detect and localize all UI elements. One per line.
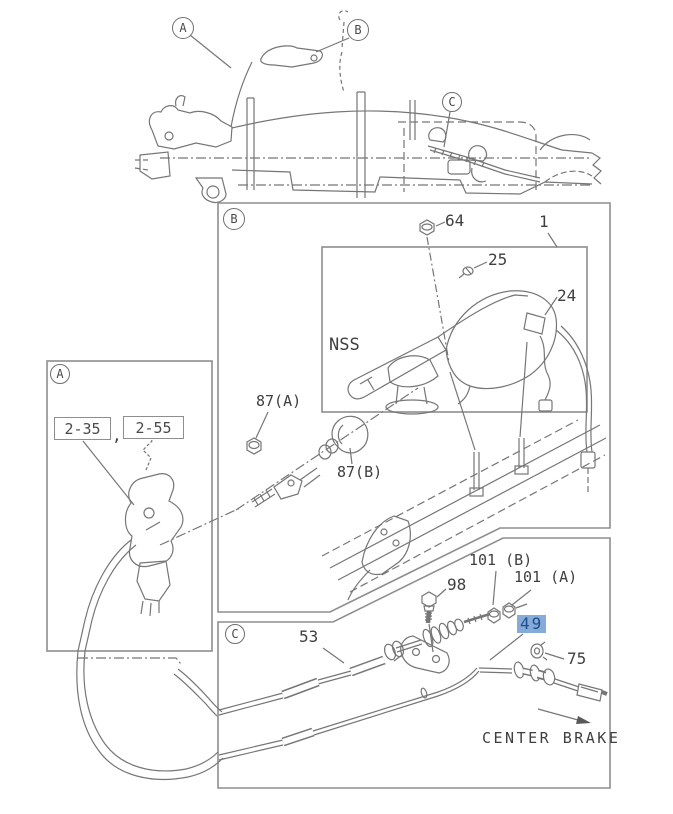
box-b-outline (217, 202, 611, 613)
part-label-49-highlighted[interactable]: 49 (517, 615, 547, 633)
leader-75 (544, 652, 565, 660)
leader-98 (436, 588, 447, 598)
box-a-drawing (77, 423, 241, 652)
box-c-drawing (218, 570, 608, 761)
ref-separator: , (112, 426, 122, 445)
part-label-25: 25 (488, 250, 508, 269)
leader-101a (511, 589, 532, 606)
part-label-1: 1 (539, 212, 549, 231)
part-label-64: 64 (445, 211, 465, 230)
part-label-87a: 87(A) (256, 392, 302, 410)
leader-callout-a (189, 34, 232, 69)
part-label-24: 24 (557, 286, 577, 305)
direction-arrow-head (576, 716, 591, 724)
part-label-101a: 101 (A) (514, 568, 578, 586)
leader-49 (489, 633, 524, 661)
callout-a-box: A (50, 364, 70, 384)
connecting-cables (76, 650, 224, 780)
nss-label: NSS (329, 335, 360, 355)
part-label-101b: 101 (B) (469, 551, 533, 569)
ref-link-2-55[interactable]: 2-55 (123, 416, 184, 439)
callout-b-top: B (347, 19, 369, 41)
part-label-87b: 87(B) (337, 463, 383, 481)
box-b-drawing (235, 219, 607, 601)
part-label-75: 75 (567, 649, 587, 668)
callout-c-box: C (225, 624, 245, 644)
box-a-outline (46, 360, 213, 652)
box-c-outline (217, 537, 611, 789)
center-brake-note: CENTER BRAKE (482, 729, 621, 747)
chassis-sketch (134, 10, 602, 204)
callout-a-top: A (172, 17, 194, 39)
part-label-98: 98 (447, 575, 467, 594)
callout-b-box: B (223, 208, 245, 230)
leader-callout-b (315, 37, 350, 53)
leader-callout-c (443, 111, 451, 148)
callout-c-top: C (442, 92, 462, 112)
part-label-53: 53 (299, 627, 319, 646)
direction-arrow-line (537, 708, 579, 721)
leader-101b (492, 570, 497, 606)
nss-inner-box (321, 246, 588, 413)
ref-link-2-35[interactable]: 2-35 (54, 417, 111, 440)
leader-53 (322, 647, 345, 664)
